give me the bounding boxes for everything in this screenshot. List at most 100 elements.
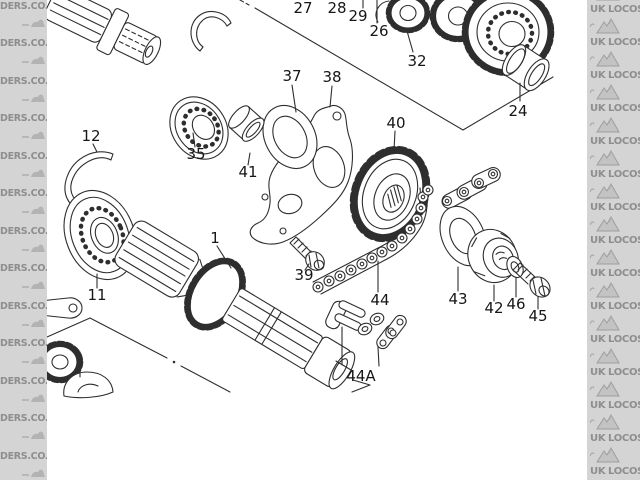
locost-car-icon	[22, 19, 45, 27]
watermark-text: DERS.CO.UK	[0, 75, 47, 87]
watermark-text-name: LOCOST	[608, 367, 640, 378]
locost-logo-icon	[596, 0, 620, 1]
locost-logo-icon	[590, 281, 620, 298]
watermark-text-uk: UK	[590, 433, 606, 444]
watermark-row: UKLOCOST	[587, 247, 640, 280]
watermark-row: DERS.CO.UK	[0, 127, 47, 165]
watermark-text-uk: UK	[590, 4, 606, 15]
watermark-text-name: LOCOST	[608, 334, 640, 345]
watermark-text: DERS.CO.UK	[0, 38, 47, 49]
watermark-row: DERS.CO.UK	[0, 202, 47, 240]
drawing-bolt-45	[512, 262, 551, 298]
watermark-row: UKLOCOST	[587, 313, 640, 346]
watermark-text-name: LOCOST	[608, 37, 640, 48]
part-label-35: 35	[186, 145, 205, 163]
drawing-washer-46	[506, 255, 524, 279]
watermark-text-uk: UK	[590, 37, 606, 48]
drawing-master-link-44A	[325, 300, 407, 350]
locost-logo-icon	[590, 182, 620, 199]
watermark-text: DERS.CO.UK	[0, 263, 47, 274]
watermark-row: DERS.CO.UK	[0, 427, 47, 465]
watermark-text-uk: UK	[590, 466, 606, 477]
part-label-32: 32	[407, 52, 426, 70]
drawing-chain-44	[312, 167, 501, 295]
watermark-row: UKLOCOST	[587, 412, 640, 445]
drawing-snap-ring-top	[190, 11, 232, 52]
part-label-28: 28	[327, 0, 346, 17]
part-label-44: 44	[370, 291, 389, 309]
watermark-row: DERS.CO.UK	[0, 165, 47, 203]
part-label-43: 43	[448, 290, 467, 308]
watermark-text-name: LOCOST	[608, 268, 640, 279]
watermark-text: DERS.CO.UK	[0, 375, 47, 387]
watermark-strip-left: DERS.CO.UK DERS.CO.UK DERS.CO.UK DERS.CO.UK…	[0, 0, 47, 480]
watermark-text: DERS.CO.UK	[0, 450, 47, 462]
watermark-text-name: LOCOST	[608, 301, 640, 312]
watermark-row: UKLOCOST	[587, 148, 640, 181]
part-label-42: 42	[484, 299, 503, 317]
watermark-row: UKLOCOST	[587, 280, 640, 313]
drawing-nut-42	[467, 228, 519, 284]
drawing-countershaft-1	[114, 220, 356, 390]
drawing-retainer-plate-38	[249, 104, 353, 245]
part-labels: 27 28 29 26 32 24 37 38 40 12 35 41 1 11…	[81, 0, 547, 385]
part-label-45: 45	[528, 307, 547, 325]
watermark-row: UKLOCOST	[587, 214, 640, 247]
locost-logo-icon	[590, 215, 620, 232]
part-label-40: 40	[386, 114, 405, 132]
watermark-text-name: LOCOST	[608, 4, 640, 15]
locost-car-icon	[22, 94, 45, 102]
drawing-bottom-gears	[36, 340, 114, 399]
watermark-row: UKLOCOST	[587, 379, 640, 412]
drawing-shift-link	[39, 297, 83, 319]
locost-car-icon	[22, 431, 45, 439]
part-label-46: 46	[506, 295, 525, 313]
watermark-row: UKLOCOST	[587, 181, 640, 214]
locost-car-icon	[22, 319, 45, 327]
locost-logo-icon	[590, 314, 620, 331]
locost-logo-icon	[590, 149, 620, 166]
locost-car-icon	[22, 244, 45, 252]
drawing-gear-cluster	[375, 0, 555, 77]
drawing-bolt-39	[289, 236, 325, 271]
watermark-text: DERS.CO.UK	[0, 0, 47, 12]
watermark-text-name: LOCOST	[608, 103, 640, 114]
locost-logo-icon	[590, 446, 620, 463]
assembly-bracket-lines	[46, 0, 554, 393]
part-label-37: 37	[282, 67, 301, 85]
locost-car-icon	[22, 281, 45, 289]
watermark-text-name: LOCOST	[608, 136, 640, 147]
part-label-41: 41	[238, 163, 257, 181]
locost-car-icon	[22, 56, 45, 64]
part-label-39: 39	[294, 266, 313, 284]
watermark-row: DERS.CO.UK	[0, 240, 47, 278]
watermark-text-uk: UK	[590, 70, 606, 81]
locost-car-icon	[22, 469, 45, 477]
locost-logo-icon	[590, 116, 620, 133]
watermark-text-name: LOCOST	[608, 70, 640, 81]
watermark-text: DERS.CO.UK	[0, 150, 47, 162]
watermark-text-name: LOCOST	[608, 466, 640, 477]
watermark-text: DERS.CO.UK	[0, 338, 47, 349]
watermark-text-uk: UK	[590, 400, 606, 411]
locost-car-icon	[22, 394, 45, 402]
locost-logo-icon	[590, 347, 620, 364]
watermark-row: DERS.CO.UK	[0, 465, 47, 480]
watermark-text-uk: UK	[590, 301, 606, 312]
drawing-collar-41	[228, 105, 265, 142]
watermark-text: DERS.CO.UK	[0, 113, 47, 124]
watermark-text: DERS.CO.UK	[0, 300, 47, 312]
watermark-text: DERS.CO.UK	[0, 225, 47, 237]
watermark-text-uk: UK	[590, 235, 606, 246]
watermark-text-uk: UK	[590, 268, 606, 279]
part-label-44A: 44A	[346, 367, 376, 385]
drawing-bushing-24	[501, 44, 550, 92]
watermark-row: DERS.CO.UK	[0, 90, 47, 128]
locost-car-icon	[22, 169, 45, 177]
watermark-row: UKLOCOST	[587, 346, 640, 379]
watermark-text-uk: UK	[590, 334, 606, 345]
watermark-row: DERS.CO.UK	[0, 315, 47, 353]
part-label-29: 29	[348, 7, 367, 25]
